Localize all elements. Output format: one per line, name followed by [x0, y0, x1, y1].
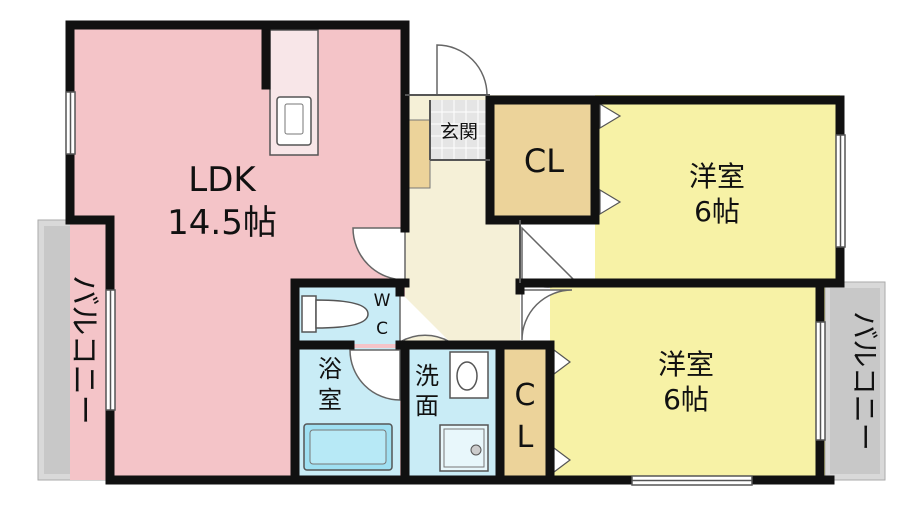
- wash-line2: 面: [415, 392, 439, 420]
- entrance-floor: [430, 100, 490, 160]
- western-lower-floor: [550, 285, 825, 480]
- balcony-left-label: バルコニー: [66, 275, 101, 424]
- closet-upper-floor: [490, 100, 595, 220]
- kitchen-counter: [269, 29, 319, 156]
- wash-line1: 洗: [415, 362, 439, 390]
- bath-line2: 室: [318, 386, 342, 414]
- wash-basin: [449, 351, 489, 399]
- closet-lower-floor: [500, 345, 550, 480]
- door-swings: [349, 44, 576, 401]
- bath-line1: 浴: [318, 355, 342, 383]
- balcony-right-label: バルコニー: [848, 311, 881, 450]
- closet-lower-line2: L: [517, 420, 534, 455]
- closet-upper-label: CL: [524, 142, 564, 180]
- toilet-fixture: [301, 295, 369, 333]
- ldk-name: LDK: [188, 160, 257, 200]
- toilet-line2: C: [376, 319, 388, 339]
- entrance-label: 玄関: [440, 121, 478, 143]
- western-lower-size: 6帖: [663, 383, 709, 416]
- western-upper-floor: [595, 95, 840, 283]
- closet-door-markers: [553, 102, 622, 474]
- entrance-tiles: [430, 100, 490, 160]
- western-lower-name: 洋室: [658, 348, 714, 381]
- windows: [65, 91, 846, 486]
- balcony-right: [824, 281, 886, 481]
- bathtub: [303, 423, 393, 471]
- western-upper-size: 6帖: [694, 195, 740, 228]
- western-upper-name: 洋室: [689, 160, 745, 193]
- walls: [65, 20, 845, 485]
- washing-machine-pan: [439, 424, 489, 472]
- toilet-line1: W: [374, 291, 391, 311]
- closet-lower-line1: C: [515, 378, 536, 413]
- shoe-cabinet: [405, 119, 431, 189]
- ldk-size: 14.5帖: [167, 203, 277, 243]
- walls-thin: [405, 94, 521, 283]
